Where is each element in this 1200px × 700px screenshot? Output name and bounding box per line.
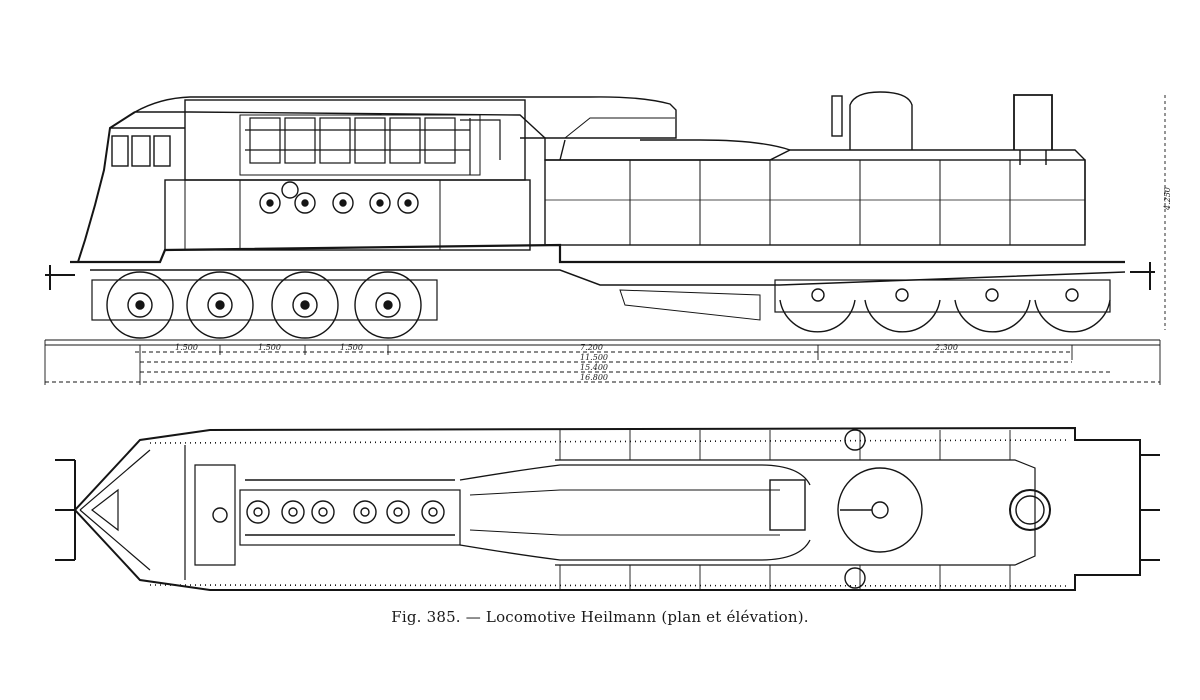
dim-overall-length: 16.800 <box>580 373 608 382</box>
rear-bogie <box>774 279 1111 333</box>
flywheels <box>259 181 419 214</box>
dim-wheelbase-3: 1.500 <box>340 343 363 352</box>
figure-caption: Fig. 385. — Locomotive Heilmann (plan et… <box>391 608 809 626</box>
dim-wheelbase-1: 1.500 <box>175 343 198 352</box>
dim-frame-length: 15.400 <box>580 363 608 372</box>
plan-view <box>55 426 1160 591</box>
elevation-view: 4.250 <box>45 91 1172 341</box>
dim-rear-bogie: 2.300 <box>934 343 958 352</box>
dim-bogie-centres: 7.200 <box>580 343 603 352</box>
front-bogie <box>91 271 438 339</box>
dim-wheelbase-2: 1.500 <box>258 343 281 352</box>
dim-height: 4.250 <box>1163 187 1172 211</box>
dimension-lines: 1.500 1.500 1.500 7.200 11.500 15.400 16… <box>44 340 1161 385</box>
dim-wheelbase-total: 11.500 <box>580 353 608 362</box>
plan-cylinders <box>239 479 461 546</box>
engine-cylinders <box>245 117 501 175</box>
